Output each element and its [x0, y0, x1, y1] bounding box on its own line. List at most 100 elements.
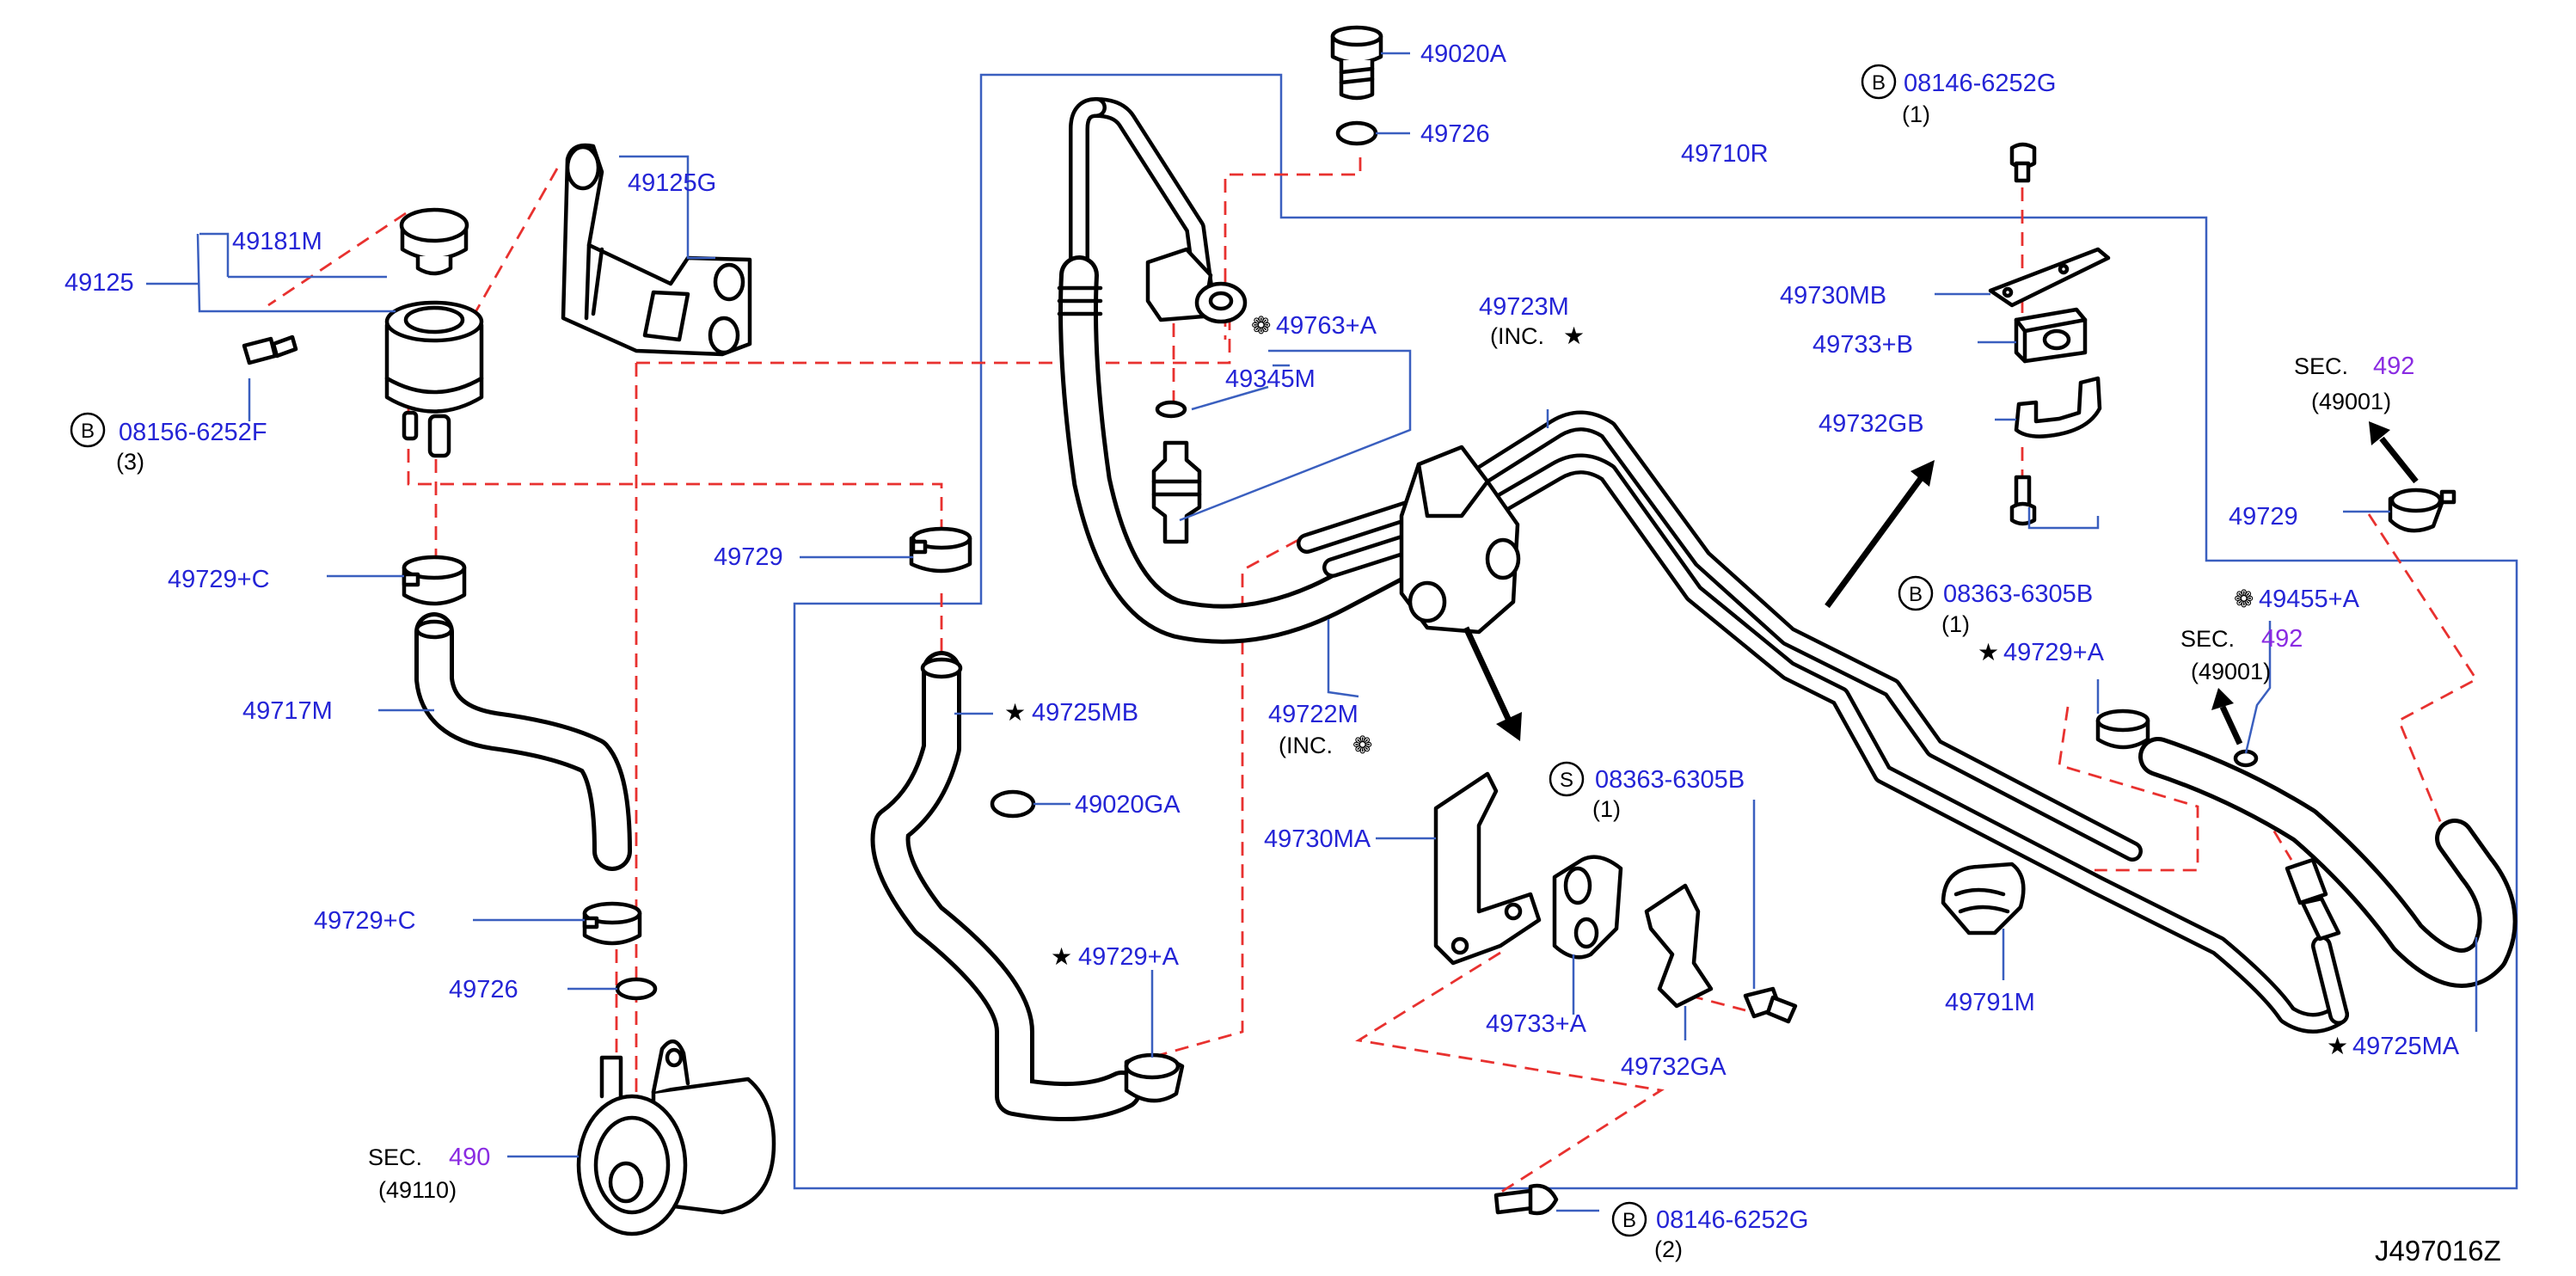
- label-49763a-group: ❁ 49763+A: [1251, 311, 1377, 340]
- clamp-49732ga: [1644, 883, 1714, 1009]
- svg-text:★: ★: [1563, 322, 1585, 350]
- label-08156-qty: (3): [116, 449, 144, 475]
- svg-text:B: B: [1909, 583, 1923, 606]
- svg-text:★: ★: [1978, 638, 1999, 666]
- svg-text:(INC.: (INC.: [1490, 323, 1544, 349]
- label-49725mb-group: ★ 49725MB: [1004, 698, 1138, 727]
- diagram-id: J497016Z: [2375, 1235, 2501, 1267]
- bolt-08363-right: [2009, 475, 2037, 526]
- label-49710r: 49710R: [1681, 140, 1769, 168]
- power-steering-pump: [576, 1040, 776, 1236]
- callout-08363-right: B 08363-6305B (1): [1898, 575, 2093, 637]
- label-08363-s-qty: (1): [1592, 796, 1621, 822]
- callout-08146-top: B 08146-6252G (1): [1861, 64, 2056, 127]
- label-49125g: 49125G: [628, 169, 716, 197]
- hose-49722m: [1057, 255, 1438, 644]
- svg-text:❁: ❁: [1251, 311, 1271, 340]
- callout-08146-bottom: B 08146-6252G (2): [1611, 1201, 1808, 1262]
- label-08146-top: 08146-6252G: [1904, 70, 2056, 97]
- washer-49726-bottom: [615, 977, 658, 1001]
- label-49717m: 49717M: [242, 697, 333, 725]
- svg-text:★: ★: [1051, 942, 1072, 971]
- bolt-49020a: [1330, 25, 1383, 101]
- label-49723m-inc-group: (INC. ★: [1490, 322, 1585, 350]
- clamp-49729-mid: [909, 526, 972, 574]
- clip-49791m: [1941, 862, 2026, 936]
- svg-text:(49001): (49001): [2191, 659, 2271, 684]
- label-49020a: 49020A: [1420, 40, 1507, 68]
- svg-text:B: B: [81, 420, 95, 443]
- clamp-49729a-right: [2095, 709, 2150, 750]
- label-49729a-left-group: ★ 49729+A: [1051, 942, 1180, 971]
- svg-text:SEC.: SEC.: [2180, 626, 2235, 652]
- label-49726-bottom: 49726: [449, 976, 518, 1003]
- label-08146-top-qty: (1): [1902, 101, 1930, 127]
- bolt-08156: [242, 334, 298, 365]
- label-49733b: 49733+B: [1812, 331, 1913, 359]
- label-49722m: 49722M: [1268, 701, 1359, 728]
- label-49125: 49125: [64, 269, 134, 297]
- label-49455a-group: ❁ 49455+A: [2234, 585, 2360, 613]
- clamp-49729a-left: [1124, 1052, 1185, 1103]
- label-49730mb: 49730MB: [1780, 282, 1886, 310]
- label-08146-bottom: 08146-6252G: [1656, 1206, 1808, 1234]
- hose-49725ma: [2138, 737, 2518, 988]
- svg-text:SEC.: SEC.: [368, 1144, 422, 1170]
- label-49730ma: 49730MA: [1264, 825, 1371, 853]
- oring-49345m: [1155, 400, 1187, 419]
- sec490: SEC. 490 (49110): [368, 1144, 490, 1203]
- alignment-dashes: [267, 157, 2479, 1197]
- svg-text:★: ★: [2327, 1032, 2348, 1060]
- label-49722m-inc-group: (INC. ❁: [1279, 731, 1372, 759]
- label-08146-bottom-qty: (2): [1654, 1236, 1683, 1262]
- bracket-49730mb: [1988, 247, 2111, 308]
- label-08363-right-qty: (1): [1941, 611, 1970, 637]
- label-49732ga: 49732GA: [1621, 1053, 1727, 1081]
- svg-text:492: 492: [2261, 625, 2303, 653]
- label-49729a-right-group: ★ 49729+A: [1978, 638, 2105, 666]
- clamp-49729c-bottom: [582, 901, 642, 946]
- clamp-49729c-top: [402, 555, 467, 606]
- label-49725mb: 49725MB: [1032, 699, 1138, 727]
- label-49455a: 49455+A: [2259, 586, 2360, 613]
- label-49732gb: 49732GB: [1819, 410, 1924, 438]
- svg-text:S: S: [1560, 769, 1573, 792]
- label-49725ma: 49725MA: [2352, 1033, 2460, 1060]
- clamp-49729-right: [2388, 488, 2456, 533]
- svg-text:B: B: [1872, 71, 1886, 95]
- fitting-49455a: [2285, 857, 2341, 942]
- bracket-49125g: [561, 143, 752, 357]
- hose-49717m: [414, 612, 632, 871]
- reservoir-cap: [399, 207, 469, 276]
- manifold-block: [1399, 445, 1521, 635]
- insulator-49733a: [1552, 855, 1623, 960]
- oring-49455a: [2233, 749, 2259, 768]
- washer-49726-top: [1335, 120, 1378, 146]
- direction-arrows: [1463, 421, 2419, 745]
- clamp-49732gb: [2014, 376, 2102, 439]
- callout-08363-s: S 08363-6305B (1): [1549, 761, 1745, 822]
- pipe-49763a: [1069, 97, 1248, 324]
- label-49020ga: 49020GA: [1075, 791, 1181, 819]
- svg-text:❁: ❁: [2234, 585, 2254, 613]
- hose-49725mb: [870, 651, 1142, 1122]
- bolt-08146-bottom: [1493, 1183, 1559, 1216]
- sec492-mid: SEC. 492 (49001): [2180, 625, 2303, 684]
- oring-49020ga: [990, 789, 1036, 819]
- label-49729-mid: 49729: [714, 543, 783, 571]
- label-49733a: 49733+A: [1486, 1010, 1587, 1038]
- bolt-08146-top: [2009, 142, 2037, 183]
- svg-text:B: B: [1622, 1209, 1636, 1232]
- svg-text:(49001): (49001): [2311, 389, 2391, 414]
- sec492-right: SEC. 492 (49001): [2294, 353, 2414, 414]
- reservoir-tank: [384, 300, 484, 458]
- assembly-frame: [793, 73, 2518, 1190]
- svg-text:★: ★: [1004, 698, 1026, 727]
- svg-text:SEC.: SEC.: [2294, 353, 2348, 379]
- label-49729a-left: 49729+A: [1078, 943, 1180, 971]
- label-49181m: 49181M: [232, 228, 322, 255]
- label-49725ma-group: ★ 49725MA: [2327, 1032, 2460, 1060]
- svg-text:(INC.: (INC.: [1279, 733, 1333, 758]
- svg-text:❁: ❁: [1352, 731, 1372, 759]
- svg-text:490: 490: [449, 1144, 490, 1171]
